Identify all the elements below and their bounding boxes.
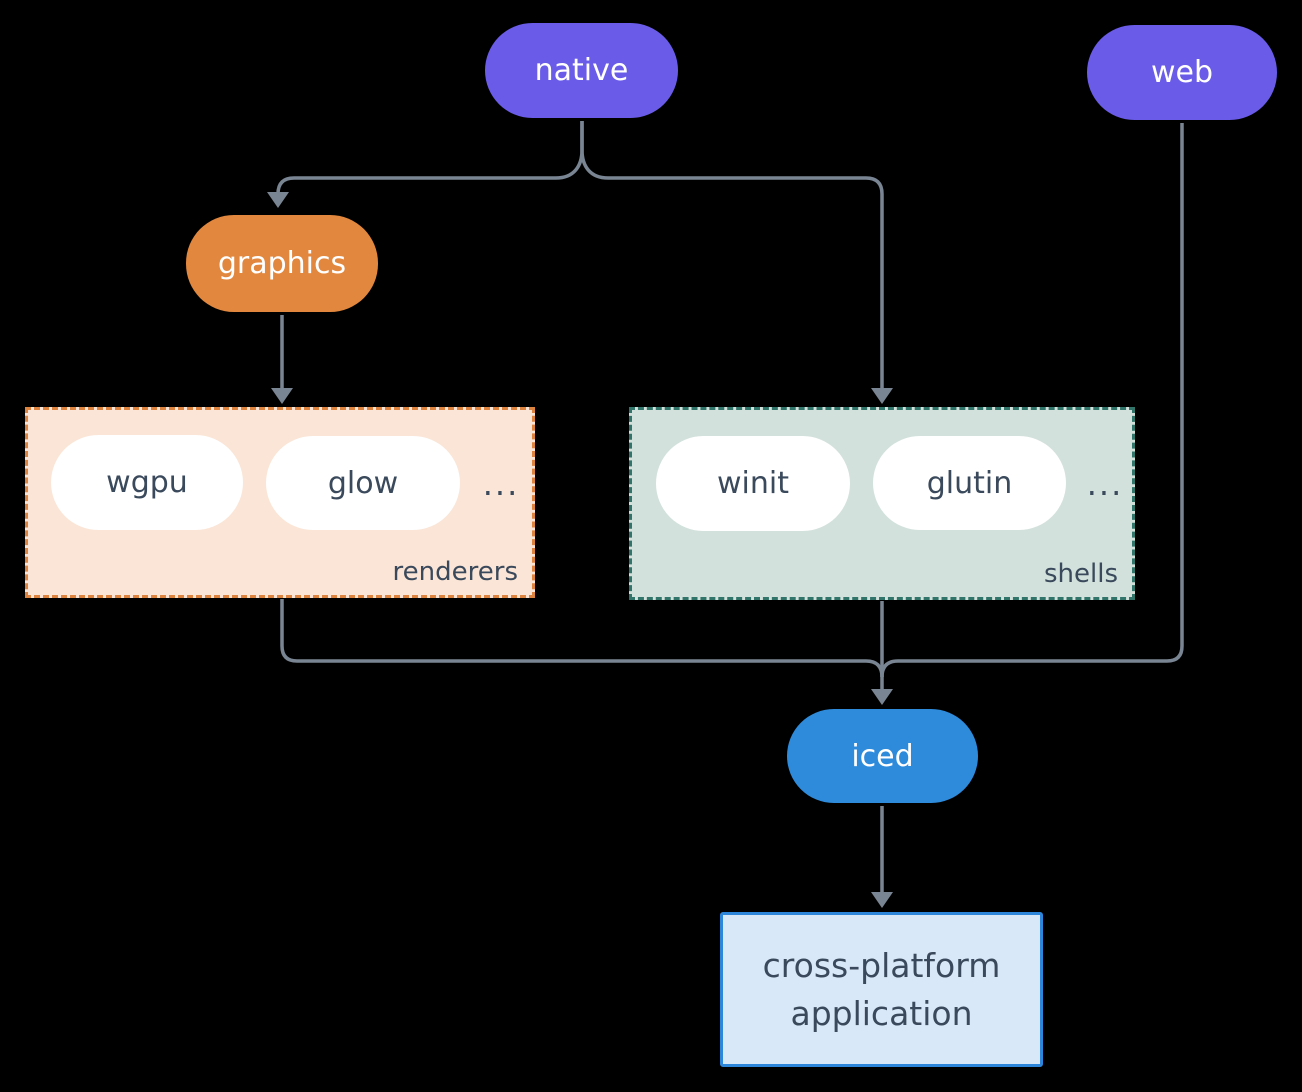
renderers-ellipsis: ...: [482, 464, 520, 503]
application-box: cross-platform application: [720, 912, 1043, 1067]
node-native: native: [485, 23, 678, 118]
connector-native-graphics: [276, 121, 584, 195]
arrowhead-into-iced: [871, 689, 893, 705]
chip-glutin: glutin: [873, 436, 1066, 530]
chip-wgpu-label: wgpu: [106, 465, 188, 500]
connector-renderers-junction: [280, 599, 884, 678]
group-renderers: wgpu glow ... renderers: [25, 407, 535, 598]
connector-native-shells: [580, 121, 884, 390]
shells-ellipsis: ...: [1086, 464, 1124, 503]
node-native-label: native: [534, 53, 629, 88]
group-shells: winit glutin ... shells: [629, 407, 1135, 600]
arrowhead-into-renderers: [271, 388, 293, 404]
chip-glutin-label: glutin: [926, 465, 1013, 501]
chip-wgpu: wgpu: [51, 435, 243, 530]
node-web-label: web: [1150, 55, 1214, 90]
node-web: web: [1087, 25, 1277, 120]
node-graphics: graphics: [186, 215, 378, 312]
arrowhead-into-graphics: [267, 192, 289, 208]
application-label-line1: cross-platform: [762, 945, 1001, 985]
node-graphics-label: graphics: [217, 246, 347, 281]
arrowhead-into-application: [871, 892, 893, 908]
chip-glow-label: glow: [327, 465, 399, 501]
renderers-group-label: renderers: [392, 557, 518, 587]
node-iced: iced: [787, 709, 978, 803]
application-label-line2: application: [790, 993, 973, 1033]
chip-glow: glow: [266, 436, 460, 530]
node-iced-label: iced: [851, 738, 914, 774]
chip-winit-label: winit: [717, 466, 789, 501]
arrowhead-into-shells: [871, 388, 893, 404]
chip-winit: winit: [656, 436, 850, 531]
shells-group-label: shells: [1043, 559, 1118, 589]
